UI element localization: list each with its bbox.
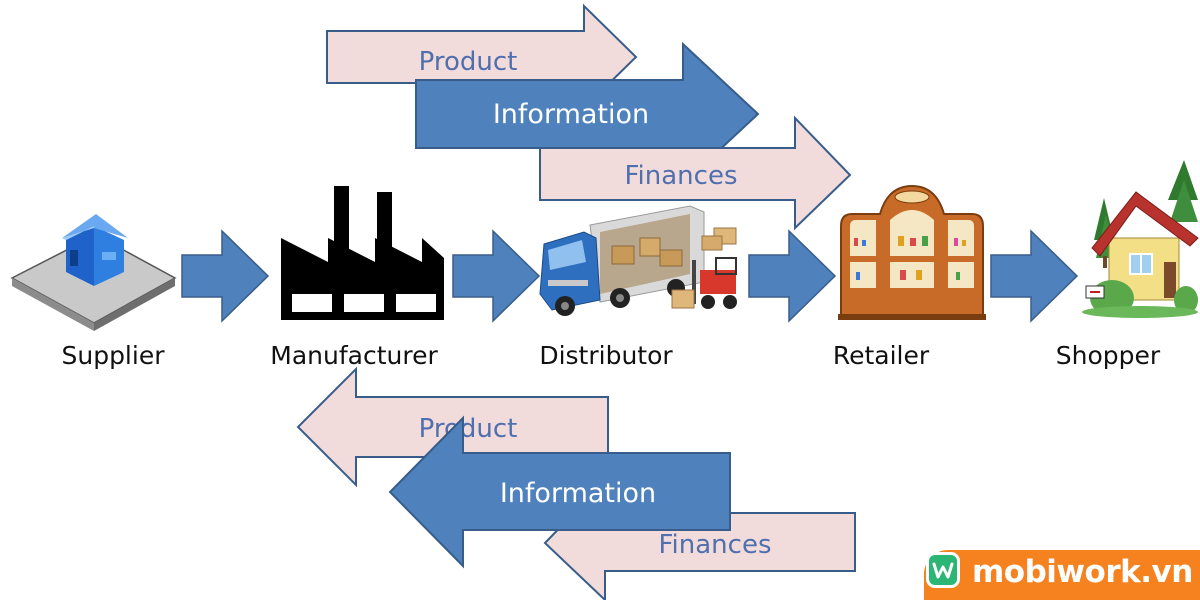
shop-icon — [838, 184, 986, 320]
node-label-retailer: Retailer — [833, 341, 930, 370]
forward-finances-label: Finances — [624, 161, 737, 191]
reverse-information-arrow — [388, 415, 731, 569]
reverse-information-label: Information — [500, 478, 656, 509]
truck-forklift-icon — [539, 205, 737, 316]
node-label-manufacturer: Manufacturer — [270, 341, 438, 370]
reverse-product-label: Product — [419, 414, 518, 444]
connector-arrow-retailer-shopper — [990, 229, 1079, 323]
connector-arrow-distributor-retailer — [748, 229, 837, 323]
house-icon — [1082, 160, 1199, 318]
forward-product-label: Product — [419, 47, 518, 77]
node-labels: Supplier Manufacturer Distributor Retail… — [61, 341, 1160, 370]
connector-arrow-supplier-manufacturer — [181, 229, 270, 323]
brand-text: mobiwork.vn — [972, 554, 1193, 590]
brand-logo-icon — [926, 552, 960, 588]
forward-flow-arrows: Product Information Finances — [326, 3, 852, 231]
forward-information-label: Information — [493, 99, 649, 130]
brand-badge: mobiwork.vn — [924, 550, 1200, 600]
node-label-shopper: Shopper — [1056, 341, 1161, 370]
reverse-flow-arrows: Product Finances Information — [296, 366, 856, 600]
node-label-supplier: Supplier — [61, 341, 165, 370]
connector-arrow-manufacturer-distributor — [452, 229, 541, 323]
building-icon — [10, 214, 177, 331]
forward-finances-arrow — [539, 115, 852, 231]
brand-background — [924, 550, 1200, 600]
node-label-distributor: Distributor — [539, 341, 673, 370]
factory-icon — [281, 186, 444, 320]
reverse-finances-label: Finances — [658, 530, 771, 560]
connector-arrows — [181, 229, 1079, 323]
